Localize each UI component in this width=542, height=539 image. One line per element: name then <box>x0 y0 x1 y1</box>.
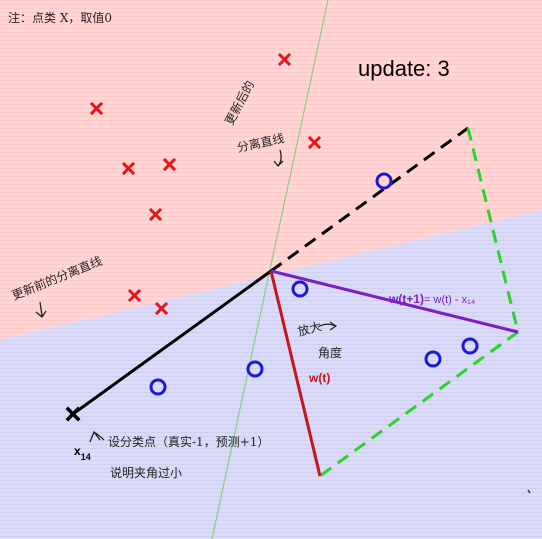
red-markers <box>89 52 322 316</box>
x14-marker <box>65 406 81 422</box>
blue-class-region <box>0 210 542 539</box>
red-x-marker <box>121 161 136 176</box>
new-boundary-line <box>211 0 329 539</box>
enlarge-note-line1: 放大 <box>296 318 323 339</box>
blue-circle-marker <box>375 172 393 190</box>
blue-markers <box>149 172 479 396</box>
misclassified-note-line1: 设分类点（真实-1，预测+1） <box>108 434 269 449</box>
x14-label-main: x <box>74 444 81 458</box>
x14-label: x14 <box>74 444 91 462</box>
new-boundary-arrow <box>273 149 284 167</box>
red-x-marker <box>307 135 322 150</box>
enlarge-note-line2: 角度 <box>318 345 342 360</box>
w-t1-label: w(t+1)= w(t) - x₁₄ <box>388 292 476 306</box>
update-title: update: 3 <box>358 56 450 81</box>
blue-circle-marker <box>424 350 442 368</box>
red-x-marker <box>127 288 142 303</box>
red-x-marker <box>89 101 104 116</box>
w-t1-label-prefix: w(t+1) <box>388 292 424 306</box>
red-x-marker <box>162 157 177 172</box>
enlarge-note: 放大 <box>296 318 323 339</box>
blue-circle-marker <box>246 360 264 378</box>
old-boundary-arrow <box>35 301 47 318</box>
parallelogram-edge-right <box>466 127 520 333</box>
blue-circle-marker <box>291 280 309 298</box>
x14-label-sub: 14 <box>81 452 91 462</box>
old-boundary-line <box>72 269 272 416</box>
w-t1-label-suffix: = w(t) - x₁₄ <box>424 294 476 306</box>
w-t-label: w(t) <box>308 371 330 385</box>
enlarge-arrow <box>317 321 338 331</box>
red-x-marker <box>154 301 169 316</box>
red-x-marker <box>148 207 163 222</box>
blue-circle-marker <box>461 337 479 355</box>
misclassified-arrow <box>89 430 105 443</box>
w-t-vector <box>269 270 322 477</box>
blue-circle-marker <box>149 378 167 396</box>
corner-mark <box>527 489 531 494</box>
w-t1-vector <box>270 269 519 334</box>
misclassified-note-line2: 说明夹角过小 <box>110 465 182 480</box>
top-left-note: 注：点类 X，取值0 <box>8 10 112 25</box>
red-x-marker <box>277 52 292 67</box>
